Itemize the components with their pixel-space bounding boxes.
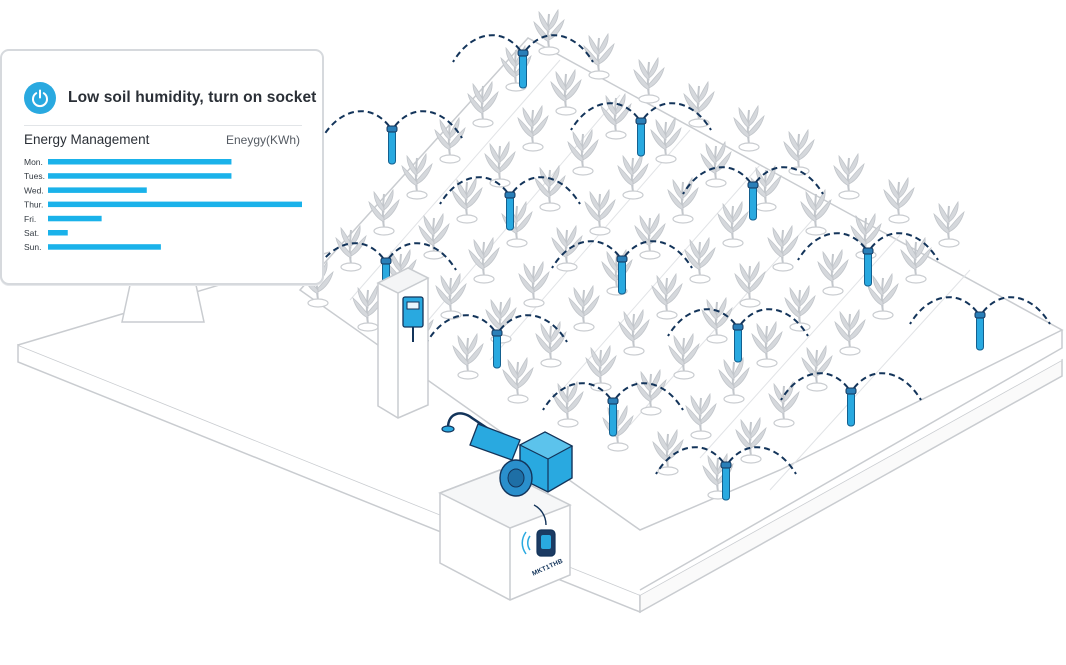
plant-icon: [683, 81, 715, 128]
notification-header: Low soil humidity, turn on socket: [24, 81, 316, 115]
energy-title: Energy Management: [24, 132, 150, 147]
sensor-box-icon: [402, 296, 424, 342]
day-label: Fri.: [24, 214, 36, 224]
notification-message: Low soil humidity, turn on socket: [68, 89, 317, 106]
day-label: Sat.: [24, 228, 39, 238]
control-post: [376, 267, 430, 419]
energy-bar: [48, 215, 102, 222]
day-label: Tues.: [24, 171, 45, 181]
pump-housing: [438, 469, 572, 601]
energy-bar: [48, 201, 302, 208]
energy-unit-label: Eneygy(KWh): [225, 133, 300, 147]
plant-icon: [783, 129, 815, 176]
energy-bar: [48, 230, 68, 236]
energy-bar: [48, 173, 232, 179]
energy-bar: [48, 187, 147, 193]
smart-plug-icon: [521, 504, 556, 557]
plant-icon: [833, 153, 865, 200]
plant-icon: [933, 201, 965, 248]
day-label: Mon.: [24, 157, 43, 167]
day-label: Wed.: [24, 185, 44, 195]
energy-bar: [48, 244, 161, 250]
plant-icon: [883, 177, 915, 224]
power-icon[interactable]: [24, 82, 56, 114]
plant-icon: [733, 105, 765, 152]
energy-bar: [48, 159, 232, 165]
day-label: Sun.: [24, 242, 42, 252]
water-pump-icon: [441, 412, 574, 497]
plant-icon: [633, 57, 665, 104]
monitor-panel: Low soil humidity, turn on socket Energy…: [0, 49, 324, 285]
monitor-stand: [121, 284, 205, 323]
day-label: Thur.: [24, 200, 43, 210]
energy-chart: Mon. Tues. Wed. Thur. Fri. Sat. Sun.: [24, 157, 302, 252]
divider: [24, 125, 302, 126]
